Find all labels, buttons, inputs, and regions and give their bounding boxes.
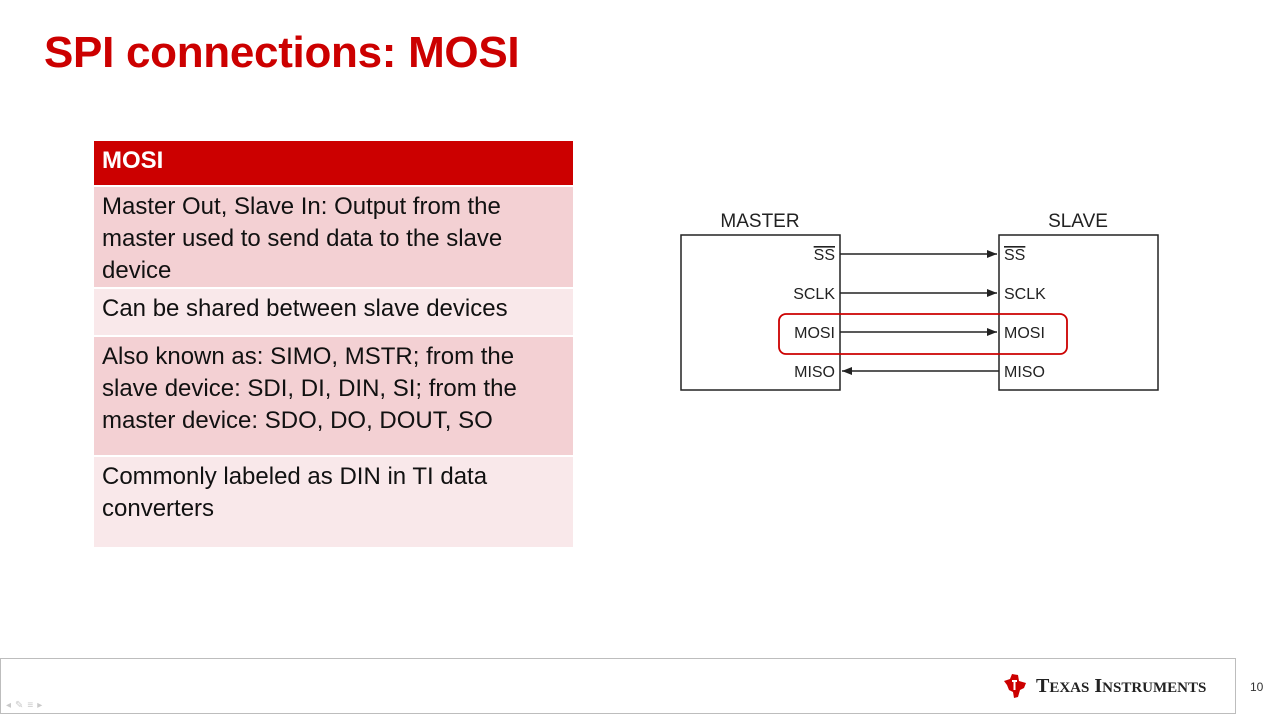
slave-pin-label: SCLK: [1004, 286, 1046, 303]
ti-state-icon: [1004, 674, 1026, 698]
mosi-info-table: MOSI Master Out, Slave In: Output from t…: [94, 141, 573, 549]
previous-icon[interactable]: ◂: [6, 700, 16, 711]
mosi-highlight-box: [778, 313, 1068, 355]
pen-icon[interactable]: ✎: [15, 700, 28, 711]
slave-pin-label: SS: [1004, 247, 1025, 264]
texas-instruments-logo: TEXAS INSTRUMENTS: [1000, 670, 1206, 702]
spi-connection-diagram: MASTER SLAVE SS SS SCLK SCLK MOSI MOSI MISO MIS…: [680, 211, 1159, 391]
signal-lines: SS SS SCLK SCLK MOSI MOSI MISO MISO: [778, 247, 1068, 381]
master-label: MASTER: [720, 211, 799, 232]
master-box: [680, 234, 841, 391]
master-pin-label: SS: [814, 247, 835, 264]
ti-wordmark: TEXAS INSTRUMENTS: [1036, 674, 1207, 697]
slave-box: [998, 234, 1159, 391]
table-row: Also known as: SIMO, MSTR; from the slav…: [94, 337, 573, 457]
slave-pin-label: MISO: [1004, 364, 1045, 381]
table-row: Commonly labeled as DIN in TI data conve…: [94, 457, 573, 549]
master-pin-label: MISO: [794, 364, 835, 381]
slide-nav-controls[interactable]: ◂✎≡▸: [6, 700, 46, 711]
page-number: 10: [1250, 680, 1264, 694]
next-icon[interactable]: ▸: [37, 700, 47, 711]
menu-icon[interactable]: ≡: [27, 700, 38, 711]
slave-pin-label: MOSI: [1004, 325, 1045, 342]
table-row: Master Out, Slave In: Output from the ma…: [94, 187, 573, 289]
slave-label: SLAVE: [1048, 211, 1108, 232]
slide-title: SPI connections: MOSI: [44, 28, 520, 77]
master-pin-label: SCLK: [793, 286, 835, 303]
footer-bar: [0, 658, 1236, 714]
master-pin-label: MOSI: [794, 325, 835, 342]
table-header: MOSI: [94, 141, 573, 187]
table-row: Can be shared between slave devices: [94, 289, 573, 337]
